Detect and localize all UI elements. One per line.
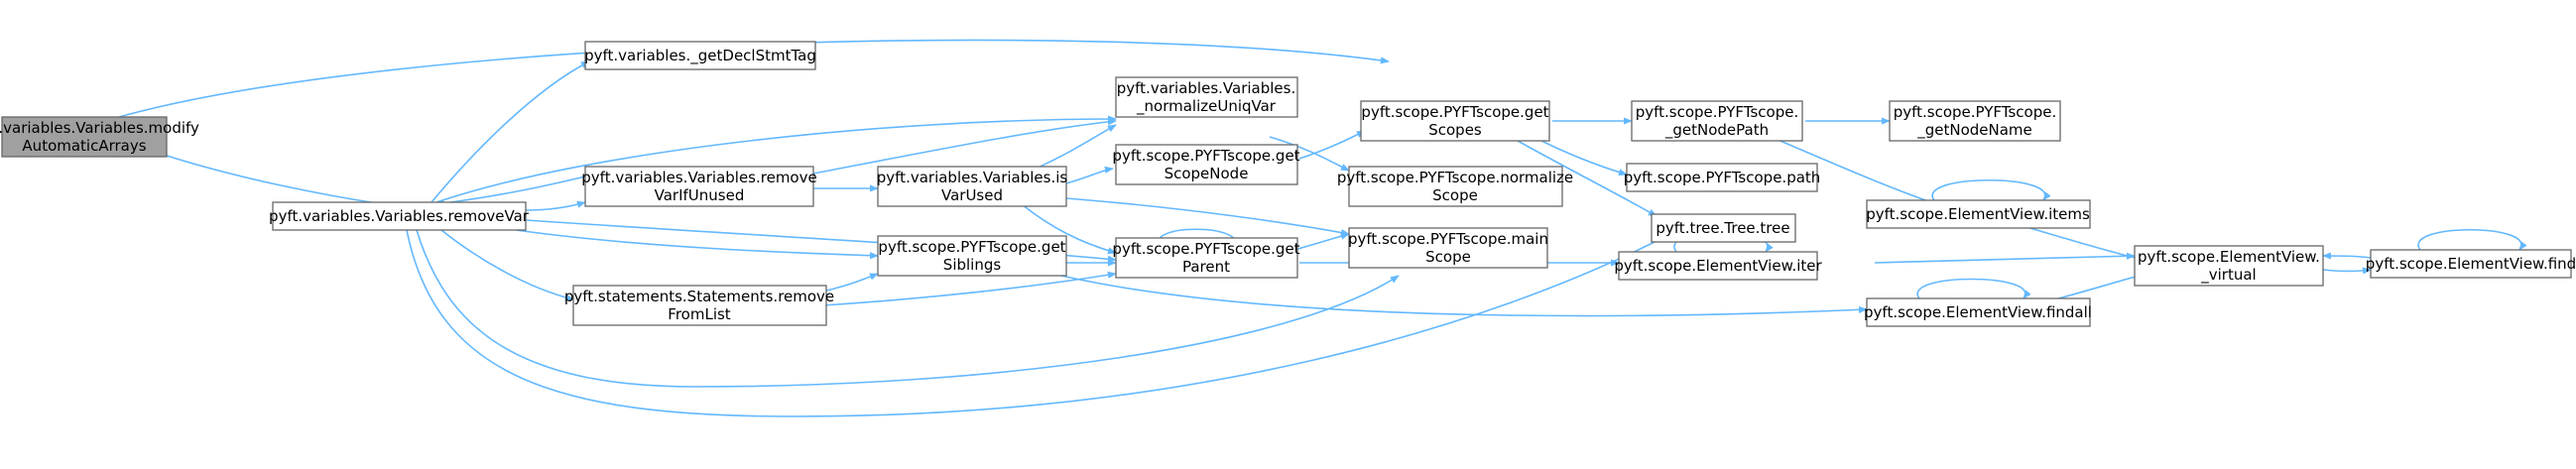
- node-path[interactable]: pyft.scope.PYFTscope.path: [1624, 163, 1821, 192]
- node-label-line: Scopes: [1428, 121, 1482, 139]
- node-label-line: pyft.scope.PYFTscope.get: [1112, 147, 1299, 165]
- edge-removevar-getsiblings: [515, 229, 879, 260]
- node-label-line: FromList: [668, 305, 731, 323]
- node-modify[interactable]: pyft.variables.Variables.modify Automati…: [0, 116, 199, 158]
- edge-find-virtual: [2322, 252, 2372, 260]
- node-iter[interactable]: pyft.scope.ElementView.iter: [1614, 251, 1823, 281]
- node-isvarused[interactable]: pyft.variables.Variables.is VarUsed: [877, 166, 1068, 207]
- node-label-line: pyft.scope.PYFTscope.get: [1361, 103, 1548, 121]
- node-normalizeuniqvar[interactable]: pyft.variables.Variables. _normalizeUniq…: [1115, 76, 1298, 118]
- node-label-line: pyft.variables.Variables.remove: [581, 169, 816, 186]
- node-getscopenode[interactable]: pyft.scope.PYFTscope.get ScopeNode: [1112, 144, 1300, 185]
- node-getdeclstmttag[interactable]: pyft.variables._getDeclStmtTag: [584, 41, 816, 70]
- edge-getscopes-tree: [1517, 140, 1657, 217]
- node-getnodepath[interactable]: pyft.scope.PYFTscope. _getNodePath: [1631, 100, 1803, 142]
- node-label-line: _getNodeName: [1916, 121, 2032, 140]
- edge-removevar-removefromlist: [440, 229, 574, 301]
- edge-removevar-getdeclstmttag: [430, 60, 590, 203]
- edge-removevar-mainscope: [416, 229, 1400, 388]
- node-label-line: pyft.scope.ElementView.find: [2366, 255, 2576, 273]
- node-label-line: pyft.variables.Variables.: [1117, 79, 1295, 97]
- edge-getsiblings-findall: [1060, 275, 1868, 317]
- nodes: pyft.variables.Variables.modify Automati…: [0, 41, 2576, 327]
- edge-removevarifunused-removevar: [435, 176, 586, 207]
- node-normalizescope[interactable]: pyft.scope.PYFTscope.normalize Scope: [1337, 166, 1573, 207]
- node-removevar[interactable]: pyft.variables.Variables.removeVar: [269, 201, 530, 231]
- node-virtual[interactable]: pyft.scope.ElementView. _virtual: [2134, 245, 2324, 287]
- edge-virtual-find: [2322, 267, 2372, 275]
- node-label-line: pyft.scope.PYFTscope.: [1636, 103, 1799, 121]
- node-label-line: _normalizeUniqVar: [1136, 97, 1277, 116]
- edge-getscopenode-getscopes: [1298, 130, 1366, 160]
- node-label-line: Siblings: [943, 256, 1002, 274]
- node-label-line: Parent: [1182, 258, 1230, 276]
- node-label-line: pyft.variables._getDeclStmtTag: [584, 47, 816, 65]
- edge-removevar-removevarifunused: [525, 200, 586, 211]
- node-getsiblings[interactable]: pyft.scope.PYFTscope.get Siblings: [877, 235, 1067, 277]
- node-label-line: pyft.scope.PYFTscope.: [1894, 103, 2057, 121]
- node-label-line: pyft.scope.PYFTscope.path: [1624, 169, 1821, 186]
- edge-removevar-tree: [406, 229, 1667, 417]
- edge-removevar-normalizeuniqvar: [435, 115, 1117, 203]
- node-label-line: VarIfUnused: [655, 186, 745, 204]
- node-items[interactable]: pyft.scope.ElementView.items: [1866, 199, 2091, 229]
- edge-removefromlist-getparent: [822, 271, 1117, 306]
- edge-items-self: [1931, 179, 2051, 201]
- node-findall[interactable]: pyft.scope.ElementView.findall: [1864, 297, 2092, 327]
- edge-normalizeuniqvar-normalizescope: [1269, 136, 1350, 172]
- edge-isvarused-mainscope: [1065, 197, 1350, 237]
- node-label-line: AutomaticArrays: [22, 137, 146, 155]
- node-label-line: pyft.scope.PYFTscope.normalize: [1337, 169, 1573, 186]
- edge-isvarused-getscopenode: [1065, 166, 1114, 184]
- node-label-line: pyft.scope.PYFTscope.main: [1348, 230, 1548, 248]
- node-label-line: pyft.scope.ElementView.items: [1866, 205, 2090, 223]
- node-mainscope[interactable]: pyft.scope.PYFTscope.main Scope: [1348, 227, 1548, 269]
- edge-find-self: [2417, 229, 2527, 251]
- node-label-line: pyft.scope.ElementView.iter: [1614, 257, 1822, 275]
- node-label-line: pyft.scope.PYFTscope.get: [878, 238, 1065, 256]
- node-removefromlist[interactable]: pyft.statements.Statements.remove FromLi…: [564, 285, 834, 326]
- node-label-line: pyft.variables.Variables.removeVar: [269, 207, 530, 225]
- node-label-line: VarUsed: [941, 186, 1003, 204]
- edge-findall-self: [1916, 278, 2031, 299]
- node-label-line: pyft.tree.Tree.tree: [1656, 219, 1789, 237]
- node-find[interactable]: pyft.scope.ElementView.find: [2366, 249, 2576, 279]
- edges: [118, 39, 2527, 417]
- node-label-line: pyft.variables.Variables.is: [877, 169, 1068, 186]
- edge-getparent-mainscope: [1293, 232, 1350, 251]
- node-label-line: pyft.scope.ElementView.findall: [1864, 303, 2092, 321]
- node-removevarifunused[interactable]: pyft.variables.Variables.remove VarIfUnu…: [581, 166, 817, 207]
- node-getscopes[interactable]: pyft.scope.PYFTscope.get Scopes: [1360, 100, 1550, 142]
- node-label-line: Scope: [1425, 248, 1471, 266]
- edge-modify-removevar: [163, 154, 398, 209]
- node-getnodename[interactable]: pyft.scope.PYFTscope. _getNodeName: [1889, 100, 2061, 142]
- node-label-line: pyft.statements.Statements.remove: [564, 288, 834, 305]
- node-getparent[interactable]: pyft.scope.PYFTscope.get Parent: [1112, 237, 1300, 279]
- node-label-line: Scope: [1432, 186, 1478, 204]
- edge-getscopes-path: [1536, 138, 1628, 176]
- node-label-line: _getNodePath: [1664, 121, 1769, 140]
- node-label-line: pyft.scope.ElementView.: [2138, 248, 2320, 266]
- node-label-line: pyft.variables.Variables.modify: [0, 119, 199, 137]
- edge-removevarifunused-normalizeuniqvar: [812, 118, 1117, 175]
- edge-isvarused-getparent: [1021, 203, 1117, 255]
- node-label-line: ScopeNode: [1165, 165, 1249, 182]
- node-label-line: pyft.scope.PYFTscope.get: [1112, 240, 1299, 258]
- edge-iter-virtual: [1874, 252, 2136, 264]
- node-label-line: _virtual: [2200, 266, 2256, 285]
- edge-items-virtual: [2023, 225, 2144, 262]
- node-tree[interactable]: pyft.tree.Tree.tree: [1651, 213, 1796, 243]
